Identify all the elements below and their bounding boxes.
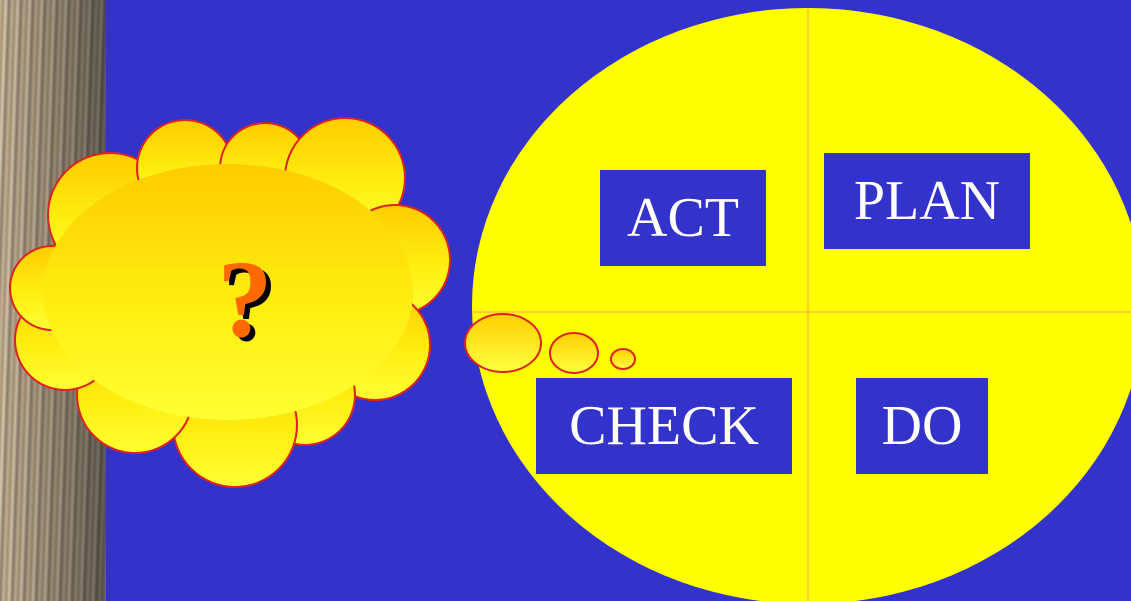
act-box: ACT [600,170,766,266]
thought-bubble-small [611,349,635,369]
check-label: CHECK [569,398,759,454]
do-box: DO [856,378,988,474]
thought-bubble-large [465,314,541,372]
thought-bubble-medium [550,333,598,373]
plan-label: PLAN [854,173,1000,229]
question-mark: ? [200,244,290,374]
plan-box: PLAN [824,153,1030,249]
check-box: CHECK [536,378,792,474]
act-label: ACT [627,190,739,246]
pdca-circle [472,8,1131,601]
do-label: DO [882,398,963,454]
